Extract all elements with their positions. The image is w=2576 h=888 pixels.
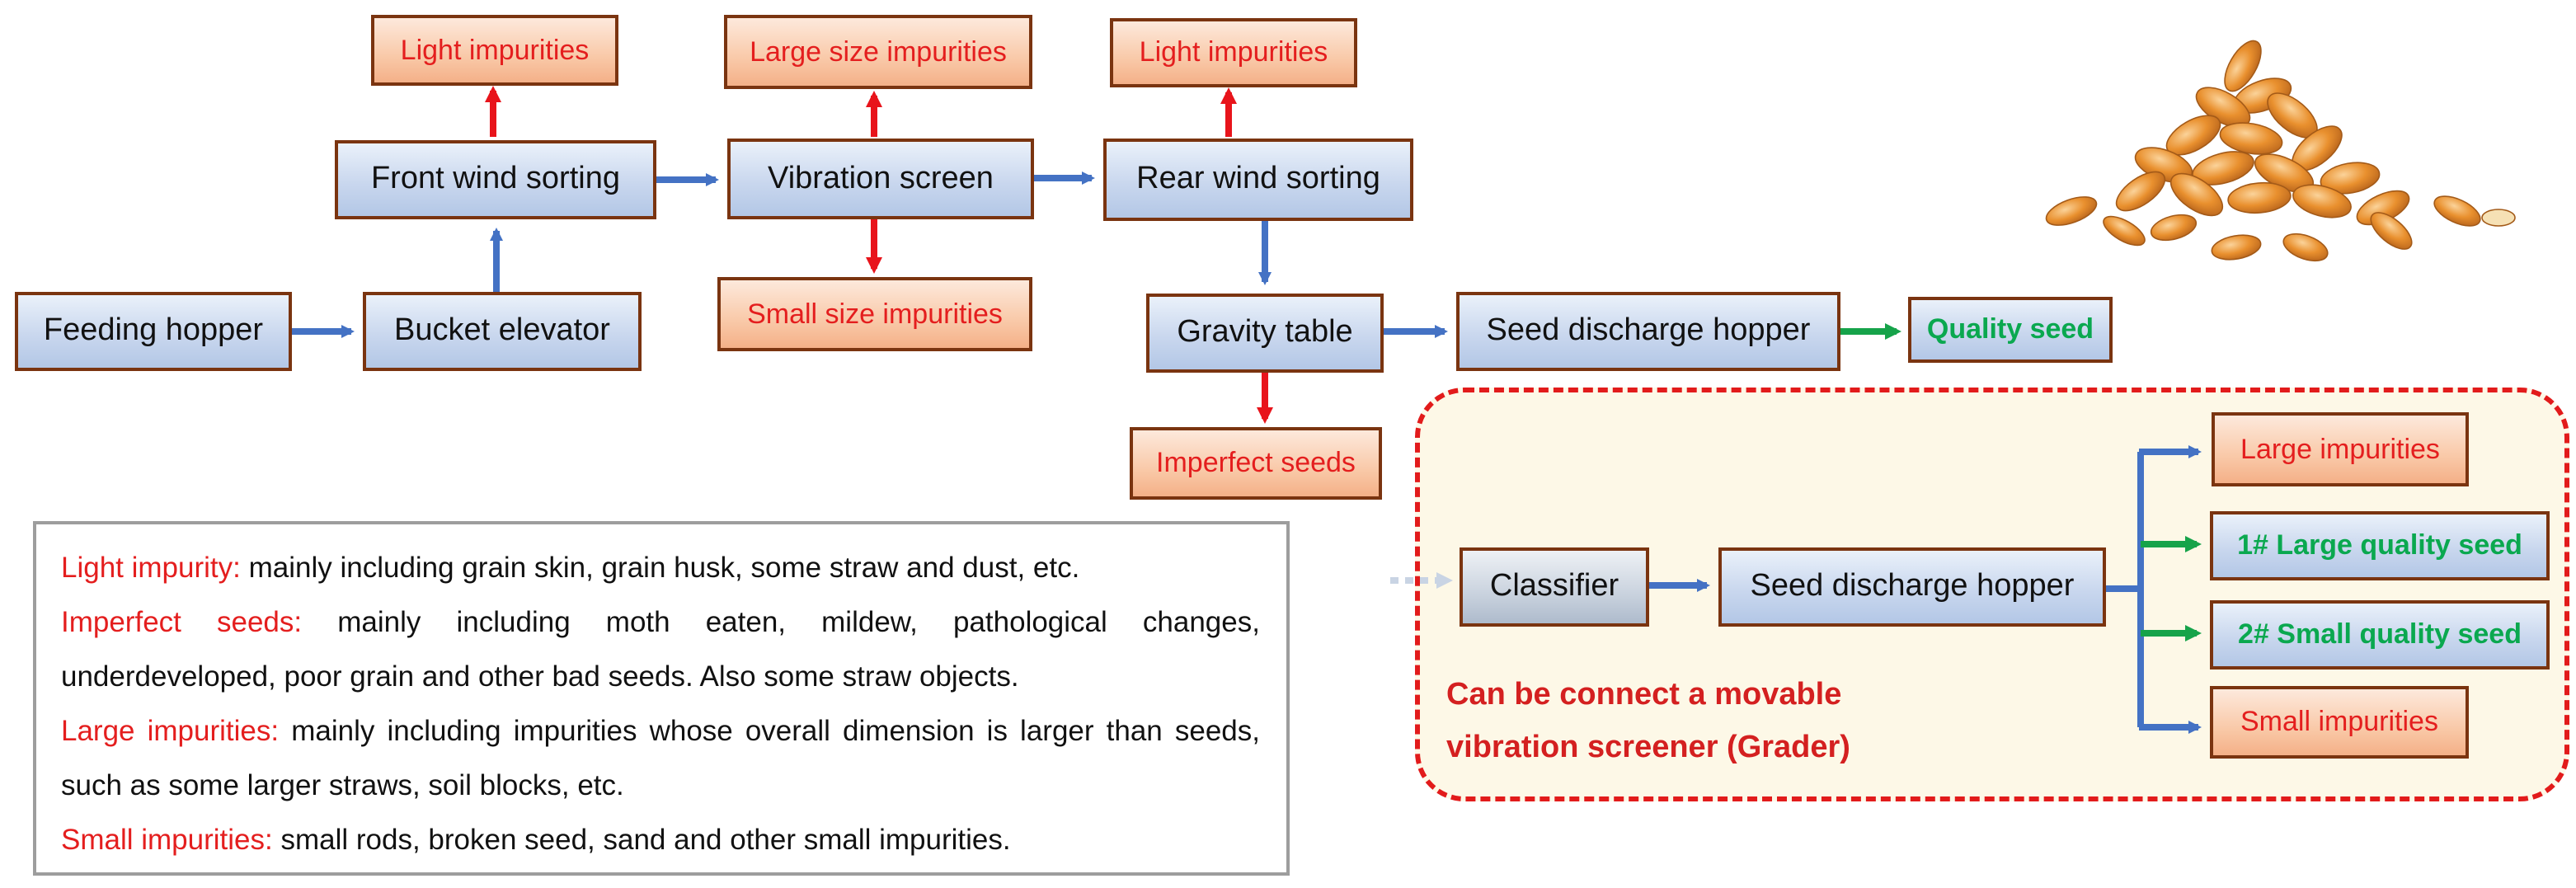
legend-term: Light impurity: — [61, 551, 241, 584]
light-impurities-front-box: Light impurities — [371, 15, 618, 86]
legend-term: Imperfect seeds: — [61, 605, 303, 638]
quality-seed-box: Quality seed — [1908, 297, 2113, 363]
legend-light-impurity: Light impurity: mainly including grain s… — [61, 541, 1260, 595]
bucket-elevator-box: Bucket elevator — [363, 292, 642, 371]
legend-small-impurities: Small impurities: small rods, broken see… — [61, 813, 1260, 867]
legend-desc: small rods, broken seed, sand and other … — [272, 823, 1011, 856]
legend-desc: mainly including moth eaten, mildew, pat… — [61, 605, 1260, 693]
legend-imperfect-seeds: Imperfect seeds: mainly including moth e… — [61, 595, 1260, 704]
imperfect-seeds-box: Imperfect seeds — [1130, 427, 1382, 500]
definitions-legend: Light impurity: mainly including grain s… — [33, 521, 1290, 876]
seed-discharge-hopper-box: Seed discharge hopper — [1456, 292, 1840, 371]
feeding-hopper-box: Feeding hopper — [15, 292, 292, 371]
legend-term: Small impurities: — [61, 823, 273, 856]
light-impurities-rear-box: Light impurities — [1110, 18, 1357, 87]
grader-small-impurities-box: Small impurities — [2210, 686, 2469, 759]
legend-desc: mainly including grain skin, grain husk,… — [240, 551, 1080, 584]
rear-wind-sorting-box: Rear wind sorting — [1103, 139, 1413, 221]
grader-small-quality-seed-box: 2# Small quality seed — [2210, 600, 2550, 670]
legend-term: Large impurities: — [61, 714, 280, 747]
classifier-box: Classifier — [1460, 547, 1649, 627]
legend-large-impurities: Large impurities: mainly including impur… — [61, 704, 1260, 813]
small-size-impurities-box: Small size impurities — [717, 277, 1032, 351]
vibration-screen-box: Vibration screen — [727, 139, 1034, 219]
gravity-table-box: Gravity table — [1146, 294, 1384, 373]
legend-desc: mainly including impurities whose overal… — [61, 714, 1260, 801]
grader-seed-discharge-hopper-box: Seed discharge hopper — [1718, 547, 2106, 627]
front-wind-sorting-box: Front wind sorting — [335, 140, 656, 219]
grader-note-line-1: Can be connect a movable — [1446, 678, 1842, 712]
grader-note: Can be connect a movable vibration scree… — [1446, 670, 1974, 775]
grader-note-line-2: vibration screener (Grader) — [1446, 731, 1850, 765]
wheat-seed-pile-icon — [2045, 40, 2516, 262]
large-size-impurities-box: Large size impurities — [724, 15, 1032, 89]
grader-large-quality-seed-box: 1# Large quality seed — [2210, 511, 2550, 580]
grader-large-impurities-box: Large impurities — [2212, 412, 2469, 486]
